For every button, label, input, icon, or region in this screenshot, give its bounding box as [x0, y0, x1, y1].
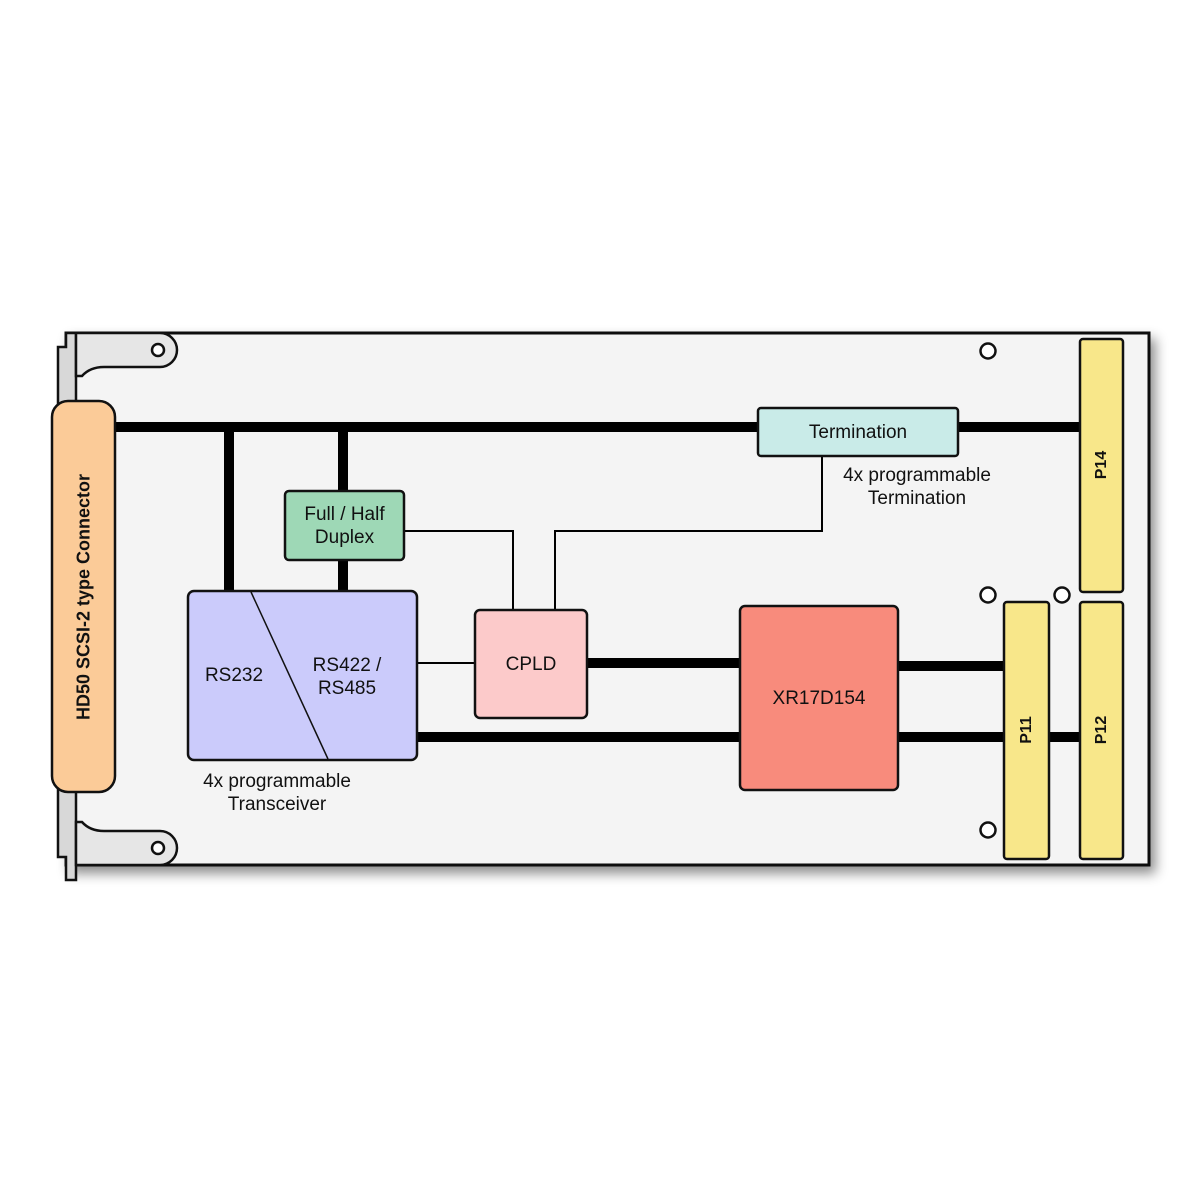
mounting-hole — [979, 821, 997, 839]
rs422-rs485-label: RS422 / RS485 — [312, 655, 382, 699]
connector-label: HD50 SCSI-2 type Connector — [73, 473, 93, 721]
ejector-tab-top — [74, 331, 179, 378]
cpld-label: CPLD — [505, 653, 557, 675]
uart-label: XR17D154 — [772, 687, 866, 709]
p14-label: P14 — [1092, 450, 1110, 480]
ejector-hole-top — [150, 342, 166, 358]
transceiver-divider — [250, 591, 329, 760]
p12-label: P12 — [1092, 715, 1110, 745]
hd50-connector — [50, 399, 117, 794]
mounting-hole — [979, 586, 997, 604]
p14-header — [1078, 337, 1125, 594]
ejector-tab-bottom — [74, 820, 179, 867]
line-termination-cpld — [554, 456, 823, 612]
duplex-block — [283, 489, 406, 562]
duplex-label: Full / Half Duplex — [304, 503, 385, 548]
transceiver-block — [186, 589, 419, 762]
termination-label: Termination — [808, 421, 908, 443]
transceiver-note: 4x programmable Transceiver — [203, 771, 351, 815]
ejector-hole-bottom — [150, 840, 166, 856]
p12-header — [1078, 600, 1125, 861]
termination-block — [756, 406, 960, 458]
mounting-hole — [1053, 586, 1071, 604]
uart-block — [738, 604, 900, 792]
termination-note: 4x programmable Termination — [843, 465, 991, 509]
p11-header — [1002, 600, 1051, 861]
cpld-block — [473, 608, 589, 720]
line-duplex-cpld — [404, 530, 514, 612]
p11-label: P11 — [1017, 716, 1035, 744]
mounting-hole — [979, 342, 997, 360]
rs232-label: RS232 — [204, 664, 264, 686]
